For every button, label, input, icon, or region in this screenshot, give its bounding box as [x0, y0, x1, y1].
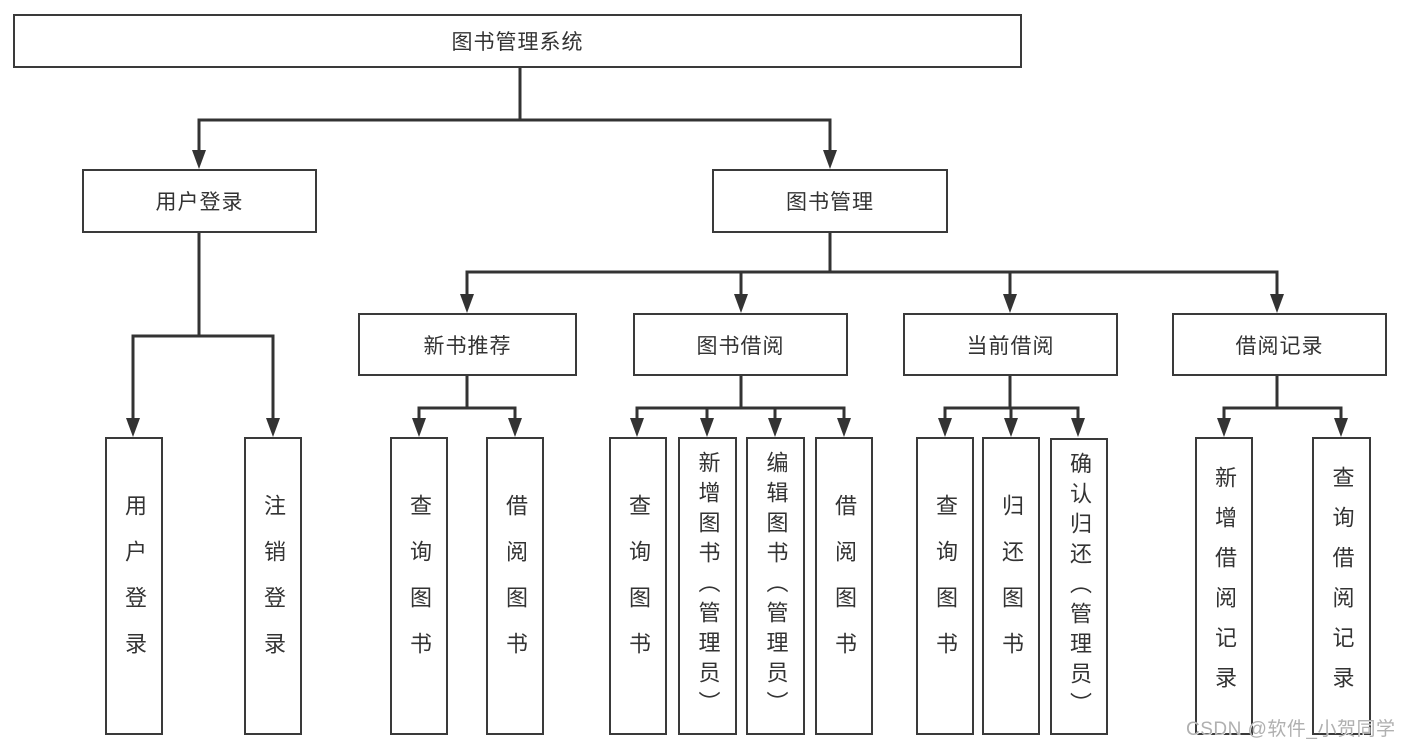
node-library-system: 图书管理系统 — [13, 14, 1022, 68]
leaf-return-book: 归还图书 — [982, 437, 1040, 735]
node-label: 当前借阅 — [966, 334, 1055, 358]
leaf-label: 新增图书（管理员） — [695, 451, 721, 721]
leaf-label: 查询图书 — [933, 494, 958, 678]
node-user-login: 用户登录 — [82, 169, 317, 233]
leaf-label: 编辑图书（管理员） — [763, 451, 789, 721]
connector-new-book — [412, 376, 522, 437]
leaf-label: 归还图书 — [999, 494, 1024, 678]
node-book-borrow: 图书借阅 — [633, 313, 848, 376]
node-current-borrow: 当前借阅 — [903, 313, 1118, 376]
node-label: 图书管理 — [786, 191, 874, 214]
leaf-label: 借阅图书 — [503, 494, 528, 678]
connector-borrow-records — [1217, 376, 1348, 437]
leaf-label: 新增借阅记录 — [1212, 466, 1237, 706]
leaf-label: 查询借阅记录 — [1329, 466, 1355, 706]
node-label: 用户登录 — [155, 191, 244, 214]
node-book-management: 图书管理 — [712, 169, 948, 233]
connector-book-borrow — [630, 376, 851, 437]
leaf-user-login: 用户登录 — [105, 437, 163, 735]
connector-root — [192, 68, 837, 169]
connector-user-login — [126, 233, 280, 437]
leaf-edit-book-admin: 编辑图书（管理员） — [746, 437, 805, 735]
node-label: 图书管理系统 — [451, 31, 584, 54]
leaf-borrow-books-2: 借阅图书 — [815, 437, 873, 735]
leaf-query-borrow-record: 查询借阅记录 — [1312, 437, 1371, 735]
connector-book-mgmt — [460, 233, 1284, 313]
csdn-watermark: CSDN @软件_小贺同学 — [1186, 719, 1396, 740]
node-borrow-records: 借阅记录 — [1172, 313, 1387, 376]
leaf-query-books-1: 查询图书 — [390, 437, 448, 735]
node-label: 图书借阅 — [696, 334, 785, 358]
leaf-label: 查询图书 — [626, 494, 651, 678]
leaf-label: 注销登录 — [261, 494, 286, 678]
leaf-query-books-3: 查询图书 — [916, 437, 974, 735]
leaf-logout: 注销登录 — [244, 437, 302, 735]
leaf-label: 确认归还（管理员） — [1067, 451, 1092, 722]
leaf-confirm-return-admin: 确认归还（管理员） — [1050, 438, 1108, 735]
node-new-book-recommend: 新书推荐 — [358, 313, 577, 376]
leaf-label: 查询图书 — [407, 494, 432, 678]
node-label: 新书推荐 — [423, 334, 512, 358]
leaf-label: 用户登录 — [122, 494, 147, 678]
leaf-label: 借阅图书 — [832, 494, 857, 678]
leaf-add-book-admin: 新增图书（管理员） — [678, 437, 737, 735]
node-label: 借阅记录 — [1235, 334, 1324, 358]
leaf-borrow-books-1: 借阅图书 — [486, 437, 544, 735]
leaf-add-borrow-record: 新增借阅记录 — [1195, 437, 1253, 735]
leaf-query-books-2: 查询图书 — [609, 437, 667, 735]
connector-current-borrow — [938, 376, 1085, 437]
